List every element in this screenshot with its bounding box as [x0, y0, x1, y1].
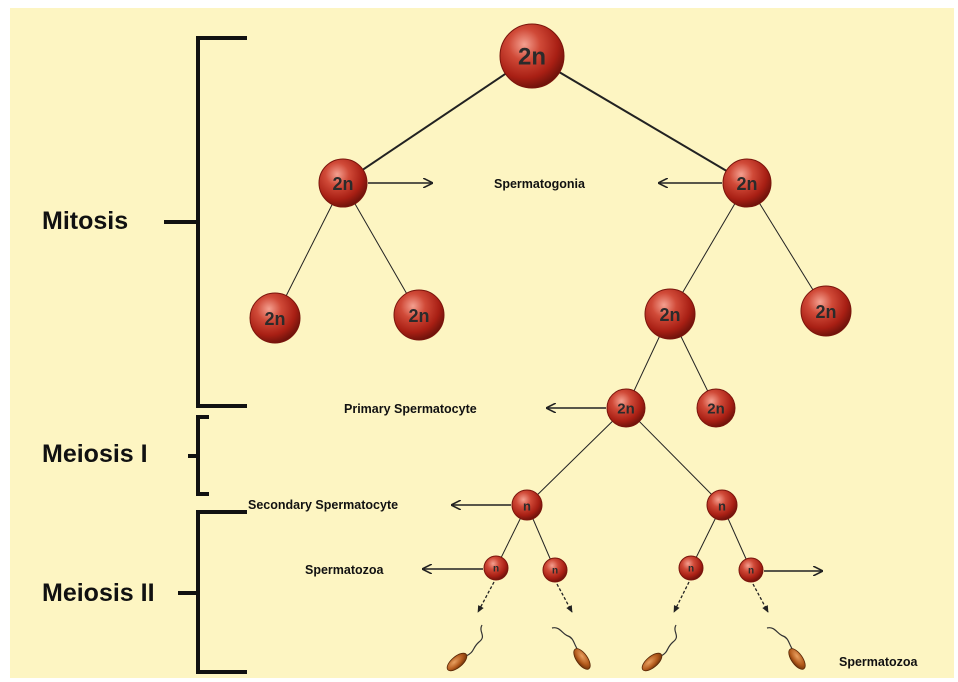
ploidy-label: 2n	[408, 306, 429, 326]
spermatogonia-label: Spermatogonia	[494, 177, 586, 191]
cell-spermatogonium-left: 2n	[318, 158, 368, 208]
cell-spermatid-3: n	[678, 555, 704, 581]
meiosis2-bracket	[178, 510, 247, 674]
ploidy-label: 2n	[736, 174, 757, 194]
spermatozoa-label-left: Spermatozoa	[305, 563, 385, 577]
dashed-arrow-icon	[752, 583, 769, 613]
ploidy-label: 2n	[617, 401, 635, 418]
ploidy-label: 2n	[815, 302, 836, 322]
branch	[526, 407, 627, 506]
cell-spermatid-2: n	[542, 557, 568, 583]
mitosis-label: Mitosis	[42, 207, 128, 235]
background-panel	[10, 8, 954, 678]
meiosis1-bracket	[188, 415, 209, 496]
ploidy-label: 2n	[659, 305, 680, 325]
ploidy-label: n	[523, 499, 531, 514]
cell-spermatid-1: n	[483, 555, 509, 581]
cell-daughter-4: 2n	[800, 285, 852, 337]
ploidy-label: 2n	[264, 309, 285, 329]
ploidy-label: n	[552, 566, 558, 577]
dashed-arrow-icon	[556, 583, 573, 613]
spermatozoa-label-right: Spermatozoa	[839, 655, 919, 669]
dashed-arrow-icon	[477, 581, 495, 613]
branch	[342, 55, 533, 184]
branch	[625, 407, 723, 506]
primary-spermatocyte-label: Primary Spermatocyte	[344, 402, 477, 416]
cell-top: 2n	[499, 23, 565, 89]
cell-secondary-right: n	[706, 489, 738, 521]
cell-daughter-3: 2n	[644, 288, 696, 340]
cell-spermatogonium-right: 2n	[722, 158, 772, 208]
cell-daughter-2: 2n	[393, 289, 445, 341]
cell-primary-spermatocyte: 2n	[606, 388, 646, 428]
ploidy-label: n	[688, 564, 694, 575]
ploidy-label: n	[493, 564, 499, 575]
meiosis2-label: Meiosis II	[42, 579, 155, 607]
ploidy-label: 2n	[518, 44, 546, 71]
branch	[531, 55, 748, 184]
ploidy-label: 2n	[332, 174, 353, 194]
cell-spermatid-4: n	[738, 557, 764, 583]
spermatozoon-icon	[551, 627, 591, 670]
cell-primary-sibling: 2n	[696, 388, 736, 428]
dashed-arrow-icon	[673, 581, 690, 613]
spermatozoon-icon	[766, 627, 806, 670]
ploidy-label: n	[748, 566, 754, 577]
spermatozoon-icon	[641, 624, 678, 672]
secondary-spermatocyte-label: Secondary Spermatocyte	[248, 498, 398, 512]
mitosis-bracket	[164, 36, 247, 408]
cell-daughter-1: 2n	[249, 292, 301, 344]
meiosis1-label: Meiosis I	[42, 440, 148, 468]
spermatozoon-icon	[446, 624, 484, 672]
cell-secondary-left: n	[511, 489, 543, 521]
ploidy-label: 2n	[707, 401, 725, 418]
ploidy-label: n	[718, 499, 726, 514]
